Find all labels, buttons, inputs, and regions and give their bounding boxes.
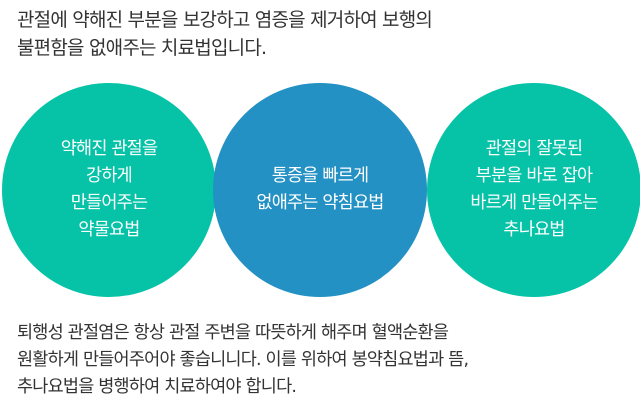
outro-line: 퇴행성 관절염은 항상 관절 주변을 따뜻하게 해주며 혈액순환을 [17, 323, 449, 343]
outro-text: 퇴행성 관절염은 항상 관절 주변을 따뜻하게 해주며 혈액순환을 원활하게 만… [17, 320, 469, 401]
circle-herbal-medicine: 약해진 관절을 강하게 만들어주는 약물요법 [2, 83, 216, 297]
outro-line: 원활하게 만들어주어야 좋습니니다. 이를 위하여 봉약침요법과 뜸, [17, 350, 469, 370]
circle-pharmacopuncture: 통증을 빠르게 없애주는 약침요법 [213, 83, 427, 297]
circle-label: 약해진 관절을 강하게 만들어주는 약물요법 [60, 139, 158, 240]
outro-line: 추나요법을 병행하여 치료하여야 합니다. [17, 377, 297, 397]
intro-line: 관절에 약해진 부분을 보강하고 염증을 제거하여 보행의 [17, 9, 433, 31]
intro-text: 관절에 약해진 부분을 보강하고 염증을 제거하여 보행의 불편함을 없애주는 … [17, 6, 433, 62]
circle-chuna-therapy: 관절의 잘못된 부분을 바로 잡아 바르게 만들어주는 추나요법 [427, 83, 640, 297]
intro-line: 불편함을 없애주는 치료법입니다. [17, 37, 267, 59]
circle-label: 통증을 빠르게 없애주는 약침요법 [256, 166, 384, 213]
circle-label: 관절의 잘못된 부분을 바로 잡아 바르게 만들어주는 추나요법 [470, 139, 598, 240]
